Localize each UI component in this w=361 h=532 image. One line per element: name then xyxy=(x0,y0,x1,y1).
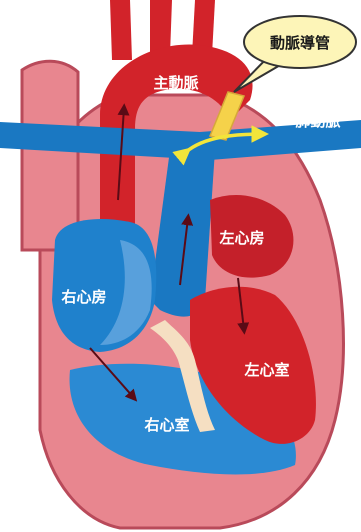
aorta-branch-1 xyxy=(110,0,132,60)
label-left-atrium: 左心房 xyxy=(218,229,264,247)
vena-cava xyxy=(22,61,78,250)
label-right-ventricle: 右心室 xyxy=(144,416,189,434)
label-pulmonary-artery: 肺動脈 xyxy=(295,112,340,130)
label-ductus: 動脈導管 xyxy=(270,34,330,52)
label-left-ventricle: 左心室 xyxy=(243,361,289,379)
label-aorta: 主動脈 xyxy=(153,74,198,92)
label-right-atrium: 右心房 xyxy=(61,288,106,306)
